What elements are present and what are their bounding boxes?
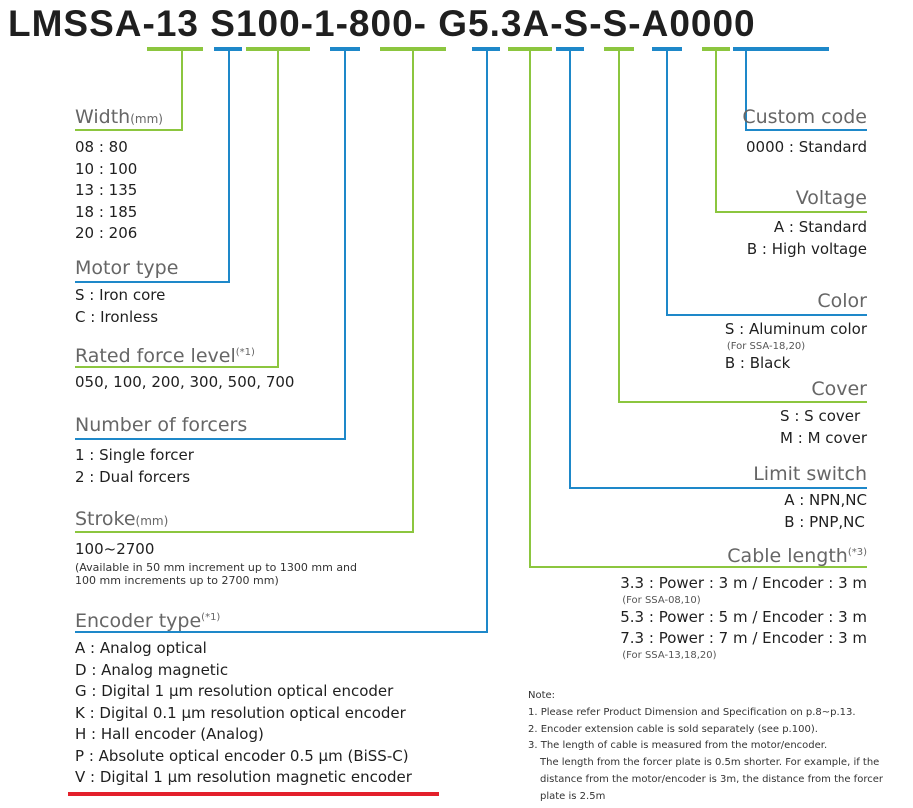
note-line: The length from the forcer plate is 0.5m… — [540, 757, 880, 769]
code-cable: 5.3 — [468, 3, 523, 44]
code-dash: - — [550, 3, 564, 44]
wire-forcers — [344, 51, 346, 440]
note-line: distance from the motor/encoder is 3m, t… — [540, 773, 883, 785]
wire-voltage-h — [715, 211, 867, 213]
underline-encoder — [472, 47, 500, 51]
code-limit: A — [522, 3, 551, 44]
wire-motor — [228, 51, 230, 283]
rated-force-list: 050, 100, 200, 300, 500, 700 — [75, 373, 295, 391]
note-line: 3. The length of cable is measured from … — [528, 740, 828, 752]
code-stroke: 800- — [348, 3, 427, 44]
wire-cable-h — [529, 566, 867, 568]
cover-heading: Cover — [811, 378, 867, 400]
wire-custom — [745, 51, 747, 131]
color-list: S : Aluminum color (For SSA-18,20) B : B… — [724, 320, 867, 372]
encoder-heading: Encoder type(*1) — [75, 610, 221, 632]
voltage-heading: Voltage — [795, 187, 867, 209]
wire-motor-h — [75, 281, 230, 283]
underline-force — [246, 47, 310, 51]
code-force: 100- — [235, 3, 315, 44]
underline-color — [652, 47, 682, 51]
stroke-list: 100~2700 (Available in 50 mm increment u… — [75, 540, 358, 587]
highlight-bar — [68, 792, 439, 796]
cable-length-list: 3.3 : Power : 3 m / Encoder : 3 m (For S… — [620, 574, 867, 661]
width-heading: Width(mm) — [75, 106, 163, 128]
wire-width-h — [75, 129, 183, 131]
underline-width — [147, 47, 203, 51]
rated-force-heading: Rated force level(*1) — [75, 345, 255, 367]
note-line: 1. Please refer Product Dimension and Sp… — [528, 706, 856, 718]
code-dash: - — [589, 3, 603, 44]
underline-limit — [556, 47, 584, 51]
underline-custom — [733, 47, 829, 51]
forcers-heading: Number of forcers — [75, 414, 248, 436]
code-voltage: A — [641, 3, 670, 44]
code-dash: - — [628, 3, 642, 44]
wire-forcers-h — [75, 438, 346, 440]
wire-force — [277, 51, 279, 368]
code-encoder: G — [438, 3, 469, 44]
code-cover: S — [563, 3, 590, 44]
wire-stroke-h — [75, 531, 414, 533]
wire-stroke — [412, 51, 414, 533]
underline-cover — [604, 47, 634, 51]
wire-encoder-h — [75, 631, 488, 633]
notes-title: Note: — [528, 690, 556, 701]
custom-code-list: 0000 : Standard — [745, 138, 867, 156]
wire-cover — [618, 51, 620, 403]
wire-voltage — [715, 51, 717, 213]
wire-color-h — [666, 314, 867, 316]
wire-color — [666, 51, 668, 316]
cable-length-heading: Cable length(*3) — [727, 545, 867, 567]
underline-motor — [214, 47, 242, 51]
note-line: 2. Encoder extension cable is sold separ… — [528, 723, 818, 735]
underline-stroke — [380, 47, 446, 51]
code-color: S — [602, 3, 629, 44]
stroke-heading: Stroke(mm) — [75, 508, 169, 530]
wire-encoder — [486, 51, 488, 633]
code-motor-type: S — [210, 3, 236, 44]
code-forcers: 1 — [314, 3, 336, 44]
underline-forcers — [330, 47, 360, 51]
note-line: plate is 2.5m — [540, 790, 606, 802]
motor-type-heading: Motor type — [75, 257, 179, 279]
code-width: 13 — [155, 3, 199, 44]
wire-limit — [569, 51, 571, 489]
color-heading: Color — [817, 290, 867, 312]
wire-force-h — [75, 366, 279, 368]
code-custom: 0000 — [669, 3, 756, 44]
underline-voltage — [702, 47, 730, 51]
code-dash: - — [335, 3, 349, 44]
code-prefix: LMSSA- — [8, 3, 156, 44]
custom-code-heading: Custom code — [742, 106, 867, 128]
wire-custom-h — [745, 129, 867, 131]
wire-limit-h — [569, 487, 867, 489]
wire-cover-h — [618, 401, 867, 403]
wire-cable — [529, 51, 531, 568]
underline-cable — [508, 47, 552, 51]
model-code: LMSSA-13 S100-1-800- G5.3A-S-S-A0000 — [8, 2, 888, 46]
wire-width — [181, 51, 183, 131]
limit-switch-heading: Limit switch — [753, 463, 867, 485]
notes: Note: 1. Please refer Product Dimension … — [528, 688, 883, 806]
